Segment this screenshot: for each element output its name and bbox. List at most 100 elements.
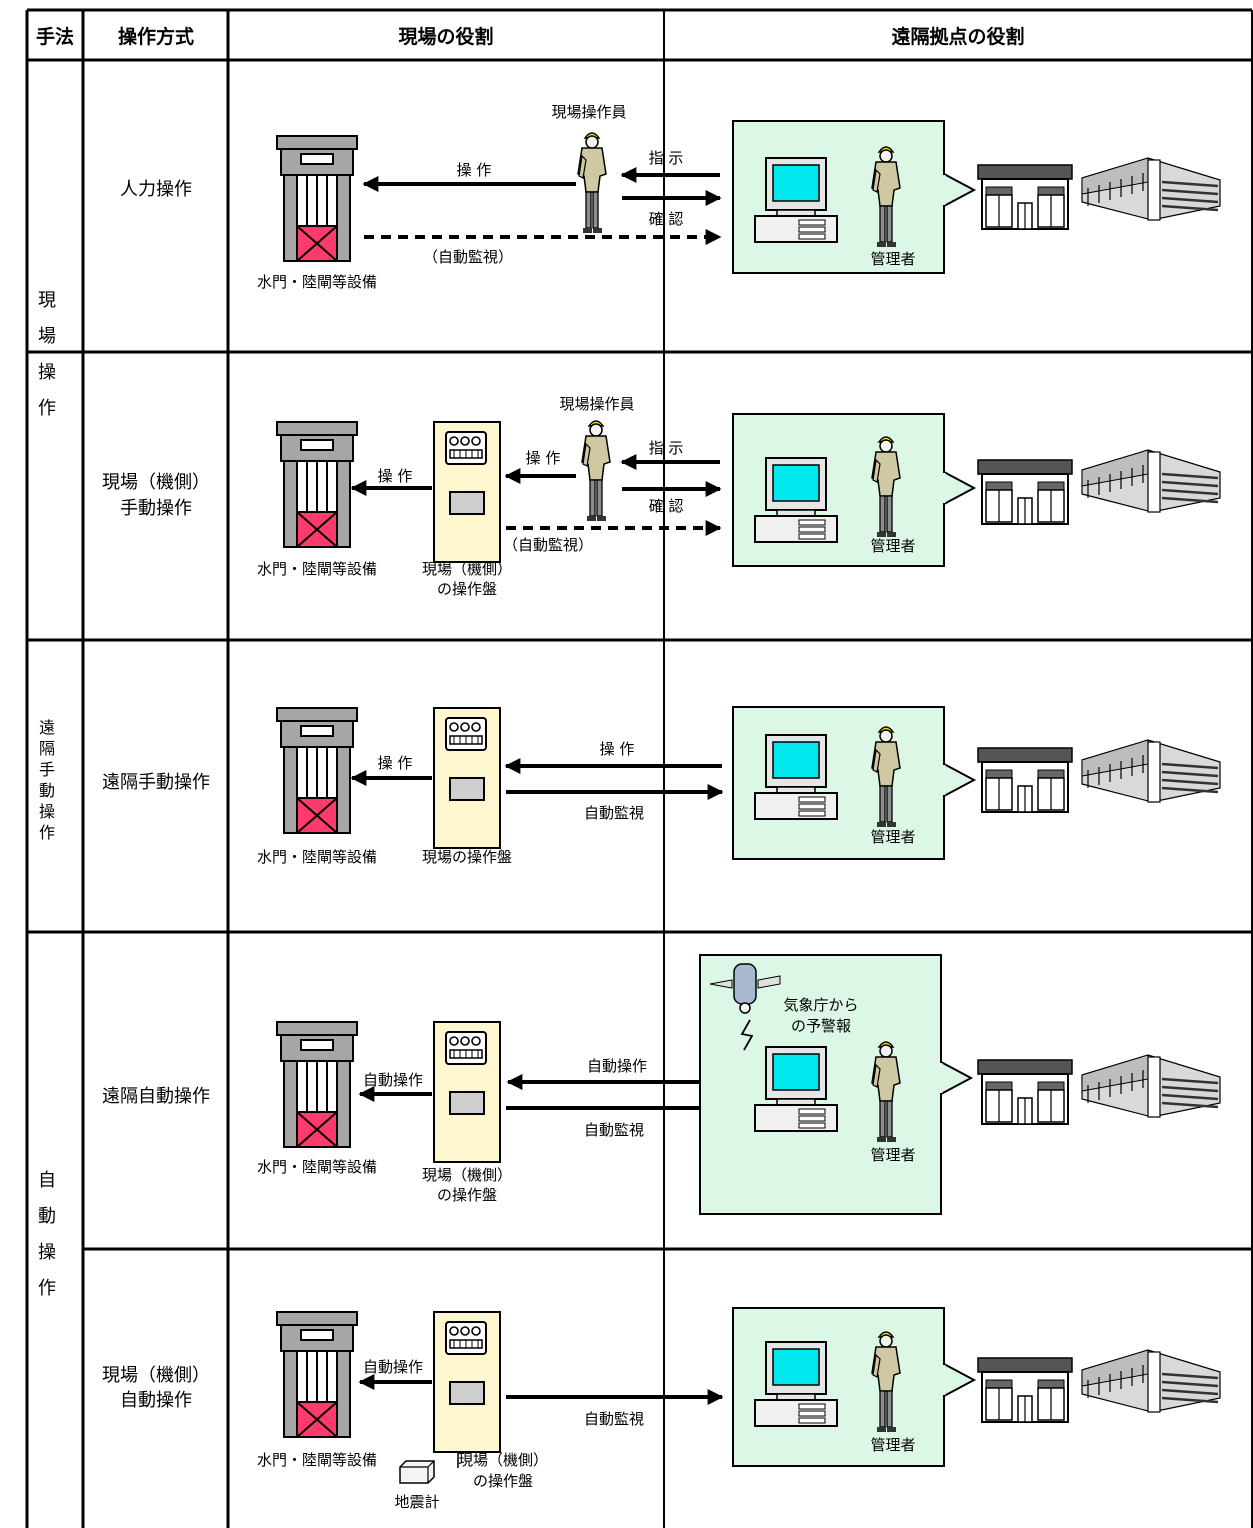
operation-label: 操 作 bbox=[378, 467, 413, 485]
manager-label: 管理者 bbox=[870, 537, 915, 555]
computer-icon bbox=[754, 1046, 838, 1132]
table-grid bbox=[25, 8, 1253, 1528]
worker-icon bbox=[581, 420, 611, 521]
header-method: 手法 bbox=[36, 25, 74, 48]
method-label-char: 自 bbox=[38, 1170, 56, 1191]
manager-label: 管理者 bbox=[870, 1146, 915, 1164]
forecast-label: 気象庁から bbox=[783, 996, 858, 1014]
table-header: 手法 操作方式 現場の役割 遠隔拠点の役割 bbox=[36, 25, 1025, 48]
auto-monitor-label: 自動監視 bbox=[584, 804, 644, 822]
remote-operation-label: 自動操作 bbox=[587, 1057, 647, 1075]
panel-label: 現場の操作盤 bbox=[422, 848, 512, 866]
gate-icon bbox=[276, 1021, 358, 1148]
operation-label: 操 作 bbox=[457, 161, 492, 179]
headquarters-icon bbox=[1081, 1054, 1221, 1118]
header-site-role: 現場の役割 bbox=[398, 25, 493, 48]
headquarters-icon bbox=[1081, 157, 1221, 221]
gate-icon bbox=[276, 1311, 358, 1438]
confirm-label: 確 認 bbox=[649, 497, 684, 515]
gate-label: 水門・陸閘等設備 bbox=[257, 848, 377, 866]
worker-icon bbox=[871, 1331, 901, 1432]
header-remote-role: 遠隔拠点の役割 bbox=[891, 25, 1024, 48]
operation-type-label: 遠隔手動操作 bbox=[102, 772, 210, 793]
method-label-char: 作 bbox=[38, 398, 56, 419]
panel-label: 現場（機側） bbox=[422, 560, 512, 578]
method-label-char: 作 bbox=[38, 1278, 56, 1299]
header-operation-type: 操作方式 bbox=[118, 25, 194, 48]
gate-icon bbox=[276, 421, 358, 548]
confirm-label: 確 認 bbox=[649, 210, 684, 228]
method-label-char: 作 bbox=[39, 823, 55, 842]
worker-label: 現場操作員 bbox=[551, 103, 626, 121]
method-label-char: 操 bbox=[38, 362, 56, 383]
method-label-char: 場 bbox=[38, 326, 56, 347]
auto-monitor-label: （自動監視） bbox=[503, 536, 593, 554]
operation-label: 自動操作 bbox=[363, 1071, 423, 1089]
headquarters-icon bbox=[1081, 739, 1221, 803]
operation-label: 操 作 bbox=[378, 754, 413, 772]
manager-label: 管理者 bbox=[870, 250, 915, 268]
seismometer-icon bbox=[399, 1460, 435, 1484]
building-icon bbox=[977, 1059, 1073, 1125]
operation-label: 自動操作 bbox=[363, 1358, 423, 1376]
forecast-label: の予警報 bbox=[791, 1017, 851, 1035]
method-label-char: 操 bbox=[38, 1242, 56, 1263]
gate-label: 水門・陸閘等設備 bbox=[257, 1451, 377, 1469]
gate-label: 水門・陸閘等設備 bbox=[257, 273, 377, 291]
gate-label: 水門・陸閘等設備 bbox=[257, 1158, 377, 1176]
worker-icon bbox=[577, 132, 607, 233]
computer-icon bbox=[754, 457, 838, 543]
auto-monitor-label: 自動監視 bbox=[584, 1410, 644, 1428]
building-icon bbox=[977, 459, 1073, 525]
headquarters-icon bbox=[1081, 449, 1221, 513]
worker-icon bbox=[871, 436, 901, 537]
manager-label: 管理者 bbox=[870, 1436, 915, 1454]
operation-label: 操 作 bbox=[526, 449, 561, 467]
gate-icon bbox=[276, 135, 358, 262]
building-icon bbox=[977, 1357, 1073, 1423]
control-panel-icon bbox=[433, 707, 501, 849]
manager-label: 管理者 bbox=[870, 828, 915, 846]
method-label-auto: 自動操作 bbox=[38, 1170, 56, 1299]
remote-site-box bbox=[732, 1307, 977, 1467]
method-label-char: 動 bbox=[39, 781, 55, 800]
operation-type-label: 現場（機側） bbox=[102, 1365, 210, 1386]
computer-icon bbox=[754, 734, 838, 820]
headquarters-icon bbox=[1081, 1349, 1221, 1413]
instruction-label: 指 示 bbox=[649, 149, 684, 167]
worker-icon bbox=[871, 726, 901, 827]
control-panel-icon bbox=[433, 1311, 501, 1453]
control-panel-icon bbox=[433, 421, 501, 563]
gate-label: 水門・陸閘等設備 bbox=[257, 560, 377, 578]
table-body: 現場操作遠隔手動操作自動操作人力操作現場（機側）手動操作遠隔手動操作遠隔自動操作… bbox=[38, 103, 1221, 1511]
method-label-char: 動 bbox=[38, 1206, 56, 1227]
control-panel-icon bbox=[433, 1021, 501, 1163]
panel-label: の操作盤 bbox=[437, 1186, 497, 1204]
auto-monitor-label: （自動監視） bbox=[423, 248, 513, 266]
method-label-char: 隔 bbox=[39, 739, 55, 758]
satellite-icon bbox=[709, 963, 781, 1051]
operation-type-label: 現場（機側） bbox=[102, 472, 210, 493]
method-label-char: 操 bbox=[39, 802, 55, 821]
auto-monitor-label: 自動監視 bbox=[584, 1121, 644, 1139]
method-label-remote: 遠隔手動操作 bbox=[39, 718, 55, 842]
method-label-site: 現場操作 bbox=[38, 290, 56, 419]
instruction-label: 指 示 bbox=[649, 439, 684, 457]
panel-label: 現場（機側） bbox=[422, 1166, 512, 1184]
worker-icon bbox=[871, 146, 901, 247]
remote-operation-label: 操 作 bbox=[600, 740, 635, 758]
computer-icon bbox=[754, 157, 838, 243]
panel-label: の操作盤 bbox=[473, 1472, 533, 1490]
building-icon bbox=[977, 164, 1073, 230]
seismometer-label: 地震計 bbox=[394, 1493, 439, 1511]
operation-type-label: 遠隔自動操作 bbox=[102, 1086, 210, 1107]
operation-type-label: 人力操作 bbox=[120, 179, 192, 200]
method-label-char: 手 bbox=[39, 760, 55, 779]
method-label-char: 遠 bbox=[39, 718, 55, 737]
building-icon bbox=[977, 747, 1073, 813]
method-label-char: 現 bbox=[38, 290, 56, 311]
operation-type-label: 手動操作 bbox=[120, 498, 192, 519]
panel-label: 現場（機側） bbox=[458, 1451, 548, 1469]
gate-icon bbox=[276, 707, 358, 834]
